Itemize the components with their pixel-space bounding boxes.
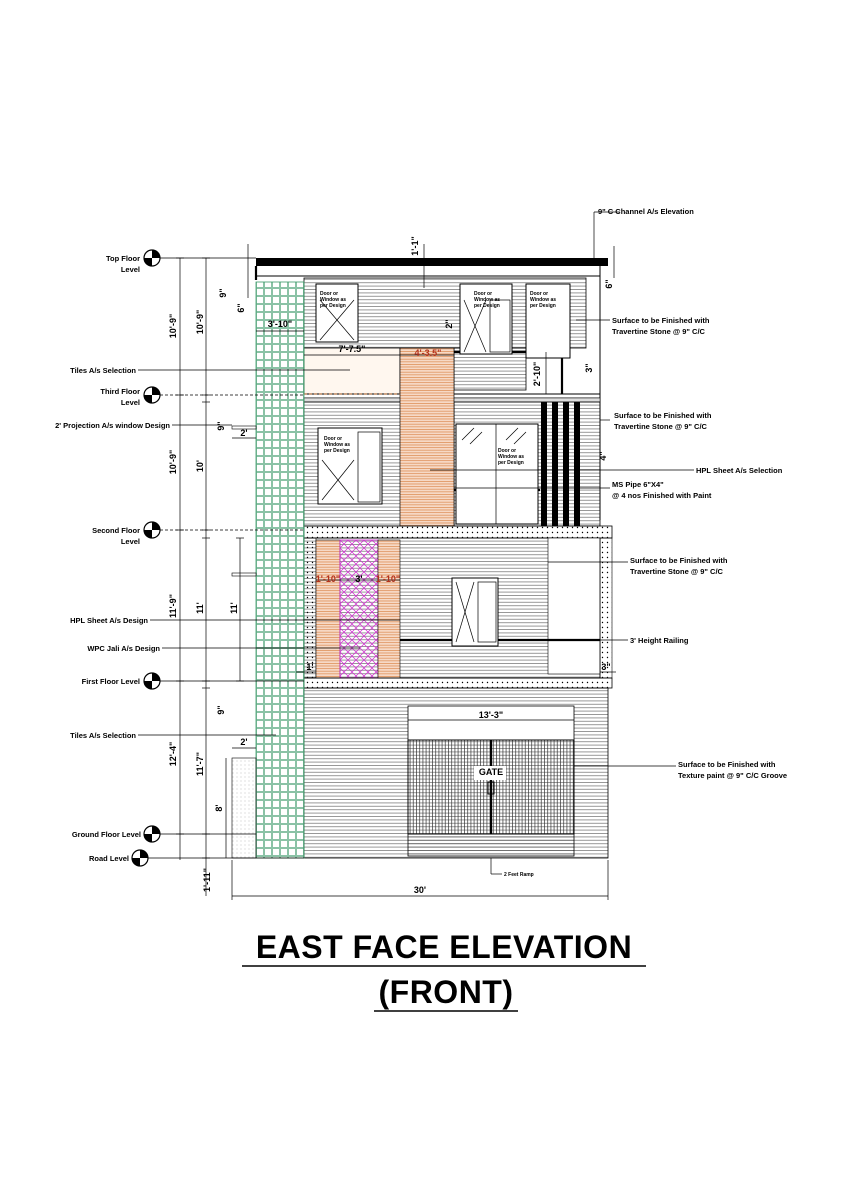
dim-10-9-a: 10'-9" xyxy=(168,314,178,338)
title-line-2: (FRONT) xyxy=(378,974,513,1010)
left-label-tiles-lower: Tiles A/s Selection xyxy=(70,731,136,740)
window-note-1-line-3: per Design xyxy=(320,303,346,309)
window-top-middle xyxy=(459,283,513,355)
right-label-ms-pipe-line-1: MS Pipe 6"X4" xyxy=(612,480,664,489)
dim-13-3: 13'-3" xyxy=(479,710,503,720)
dim-11-9: 11'-9" xyxy=(168,594,178,618)
right-label-texture-line-1: Surface to be Finished with xyxy=(678,760,776,769)
dim-3-c: 3" xyxy=(601,662,610,672)
level-top-line-1: Top Floor xyxy=(106,254,140,263)
level-marker-ground-icon xyxy=(143,825,161,843)
dim-1-1: 1'-1" xyxy=(410,236,420,255)
dim-2-b: 2' xyxy=(240,428,247,438)
window-top-left xyxy=(315,283,359,343)
dim-10-9-b: 10'-9" xyxy=(195,310,205,334)
dimension-lines xyxy=(176,244,616,900)
ramp-label: 2 Feet Ramp xyxy=(504,872,534,878)
dim-2-a: 2" xyxy=(444,319,454,328)
window-first-floor xyxy=(451,577,499,647)
window-second-right xyxy=(455,423,539,525)
window-second-left xyxy=(317,427,383,505)
dim-1-11: 1'-11" xyxy=(202,868,212,892)
window-top-right xyxy=(525,283,571,359)
dim-3-b: 3' xyxy=(355,574,362,584)
right-label-travertine-2-line-2: Travertine Stone @ 9" C/C xyxy=(614,422,708,431)
level-second-line-2: Level xyxy=(121,537,140,546)
window-note-4-line-2: Window as xyxy=(324,442,350,448)
window-note-4-line-1: Door or xyxy=(324,436,342,442)
right-label-travertine-3-line-1: Surface to be Finished with xyxy=(630,556,728,565)
window-note-3-line-2: Window as xyxy=(530,297,556,303)
window-note-2-line-2: Window as xyxy=(474,297,500,303)
dim-1-a: 1' xyxy=(306,662,313,672)
left-label-leaders xyxy=(138,369,400,736)
dim-10: 10' xyxy=(195,460,205,472)
right-label-leaders xyxy=(430,211,694,767)
left-label-wpc-jali: WPC Jali A/s Design xyxy=(87,644,160,653)
level-ground-label: Ground Floor Level xyxy=(72,830,141,839)
right-label-travertine-1-line-2: Travertine Stone @ 9" C/C xyxy=(612,327,706,336)
building-facade xyxy=(231,258,613,859)
dim-2-10: 2'-10" xyxy=(532,362,542,386)
dim-11-b: 11' xyxy=(229,602,239,614)
dim-3-a: 3" xyxy=(584,363,594,372)
dim-30: 30' xyxy=(414,885,426,895)
right-label-railing: 3' Height Railing xyxy=(630,636,689,645)
left-label-hpl-design: HPL Sheet A/s Design xyxy=(70,616,148,625)
right-label-c-channel: 9" C Channel A/s Elevation xyxy=(598,207,694,216)
dim-11-7: 11'-7" xyxy=(195,752,205,776)
dim-9-c: 9" xyxy=(216,705,226,714)
window-note-3-line-1: Door or xyxy=(530,291,548,297)
dim-6-b: 6" xyxy=(604,279,614,288)
right-label-texture-line-2: Texture paint @ 9" C/C Groove xyxy=(678,771,787,780)
level-marker-first-icon xyxy=(143,672,161,690)
level-marker-top-icon xyxy=(143,249,161,267)
level-first-label: First Floor Level xyxy=(82,677,140,686)
right-label-ms-pipe-line-2: @ 4 nos Finished with Paint xyxy=(612,491,712,500)
right-label-travertine-3-line-2: Travertine Stone @ 9" C/C xyxy=(630,567,724,576)
dim-4: 4" xyxy=(598,451,608,460)
level-road-label: Road Level xyxy=(89,854,129,863)
level-top-line-2: Level xyxy=(121,265,140,274)
level-third-line-2: Level xyxy=(121,398,140,407)
dim-4-3-5: 4'-3.5" xyxy=(415,348,442,358)
level-marker-second-icon xyxy=(143,521,161,539)
dim-2-c: 2' xyxy=(240,737,247,747)
window-note-1-line-1: Door or xyxy=(320,291,338,297)
window-note-5-line-3: per Design xyxy=(498,460,524,466)
dim-6-a: 6" xyxy=(236,303,246,312)
window-note-5-line-2: Window as xyxy=(498,454,524,460)
left-label-projection: 2' Projection A/s window Design xyxy=(55,421,170,430)
dim-9-a: 9" xyxy=(218,288,228,297)
right-label-travertine-1-line-1: Surface to be Finished with xyxy=(612,316,710,325)
left-label-tiles-upper: Tiles A/s Selection xyxy=(70,366,136,375)
title-line-1: EAST FACE ELEVATION xyxy=(256,929,632,965)
window-note-1-line-2: Window as xyxy=(320,297,346,303)
level-second-line-1: Second Floor xyxy=(92,526,140,535)
dim-1-10-a: 1'-10" xyxy=(316,574,340,584)
window-note-2-line-3: per Design xyxy=(474,303,500,309)
window-note-5-line-1: Door or xyxy=(498,448,516,454)
dim-3-10: 3'-10" xyxy=(268,319,292,329)
dim-8: 8' xyxy=(214,804,224,811)
level-marker-road-icon xyxy=(131,849,149,867)
gate-handle-icon xyxy=(487,781,495,795)
window-note-4-line-3: per Design xyxy=(324,448,350,454)
dim-11-a: 11' xyxy=(195,602,205,614)
level-third-line-1: Third Floor xyxy=(100,387,140,396)
dim-1-10-b: 1'-10" xyxy=(376,574,400,584)
dim-12-4: 12'-4" xyxy=(168,742,178,766)
dim-10-9-c: 10'-9" xyxy=(168,450,178,474)
gate-label: GATE xyxy=(479,767,503,777)
dim-9-b: 9" xyxy=(216,421,226,430)
level-marker-third-icon xyxy=(143,386,161,404)
window-note-3-line-3: per Design xyxy=(530,303,556,309)
dim-7-7-5: 7'-7.5" xyxy=(339,344,366,354)
right-label-hpl-selection: HPL Sheet A/s Selection xyxy=(696,466,783,475)
window-note-2-line-1: Door or xyxy=(474,291,492,297)
right-label-travertine-2-line-1: Surface to be Finished with xyxy=(614,411,712,420)
